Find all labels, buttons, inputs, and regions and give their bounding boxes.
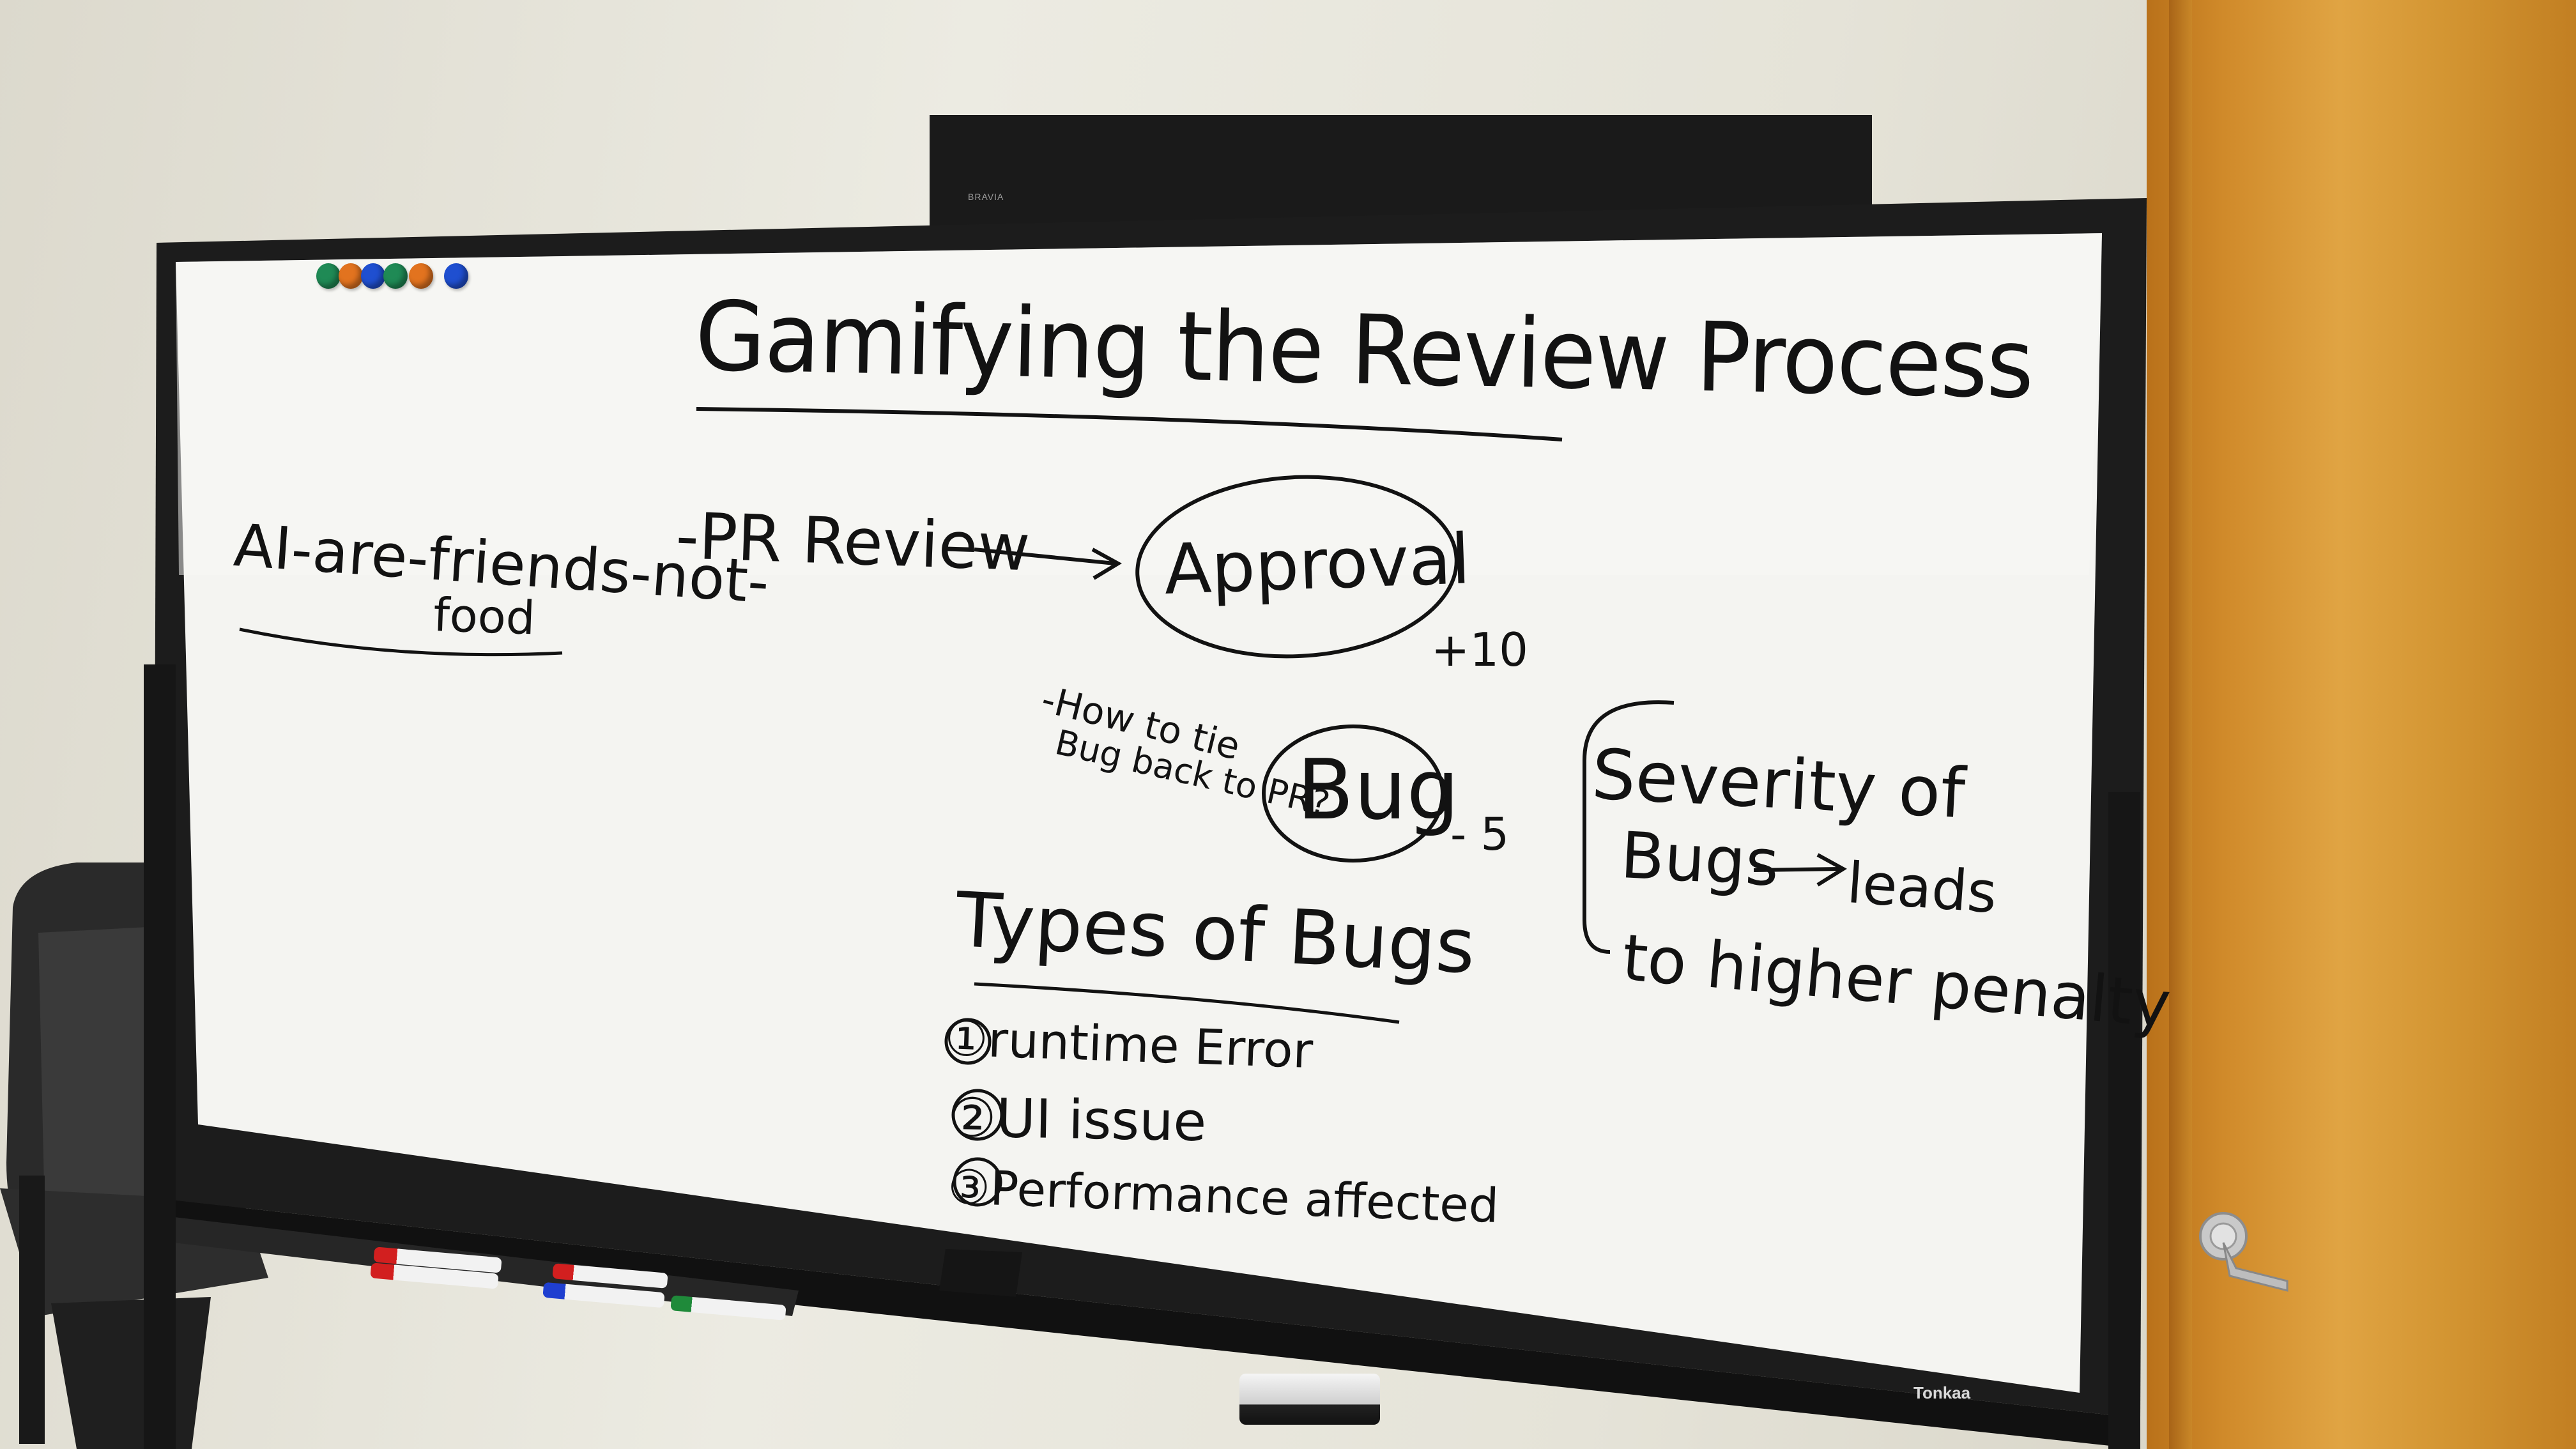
magnet-blue[interactable]	[444, 263, 468, 289]
pr-review-label: -PR Review	[674, 498, 1032, 586]
types-item-2: ②UI issue	[947, 1086, 1207, 1154]
magnet-blue[interactable]	[361, 263, 385, 289]
bug-label: Bug	[1297, 741, 1460, 838]
severity-line2: Bugs	[1618, 818, 1781, 901]
door-lever-icon[interactable]	[2198, 1211, 2294, 1307]
approval-points: +10	[1431, 623, 1528, 677]
eraser-icon[interactable]	[1239, 1374, 1380, 1425]
magnet-green[interactable]	[383, 263, 408, 289]
magnet-orange[interactable]	[409, 263, 433, 289]
bug-points: - 5	[1450, 808, 1510, 861]
magnet-orange[interactable]	[339, 263, 363, 289]
magnet-green[interactable]	[316, 263, 341, 289]
whiteboard-brand-label: Tonkaa	[1913, 1383, 1971, 1402]
severity-line2-tail: leads	[1844, 850, 1999, 926]
approval-label: Approval	[1163, 519, 1472, 610]
tv-brand-label: BRAVIA	[968, 192, 1004, 202]
wooden-door[interactable]	[2147, 0, 2576, 1449]
side-note-line2: food	[433, 588, 537, 645]
door-frame	[2169, 0, 2192, 1449]
